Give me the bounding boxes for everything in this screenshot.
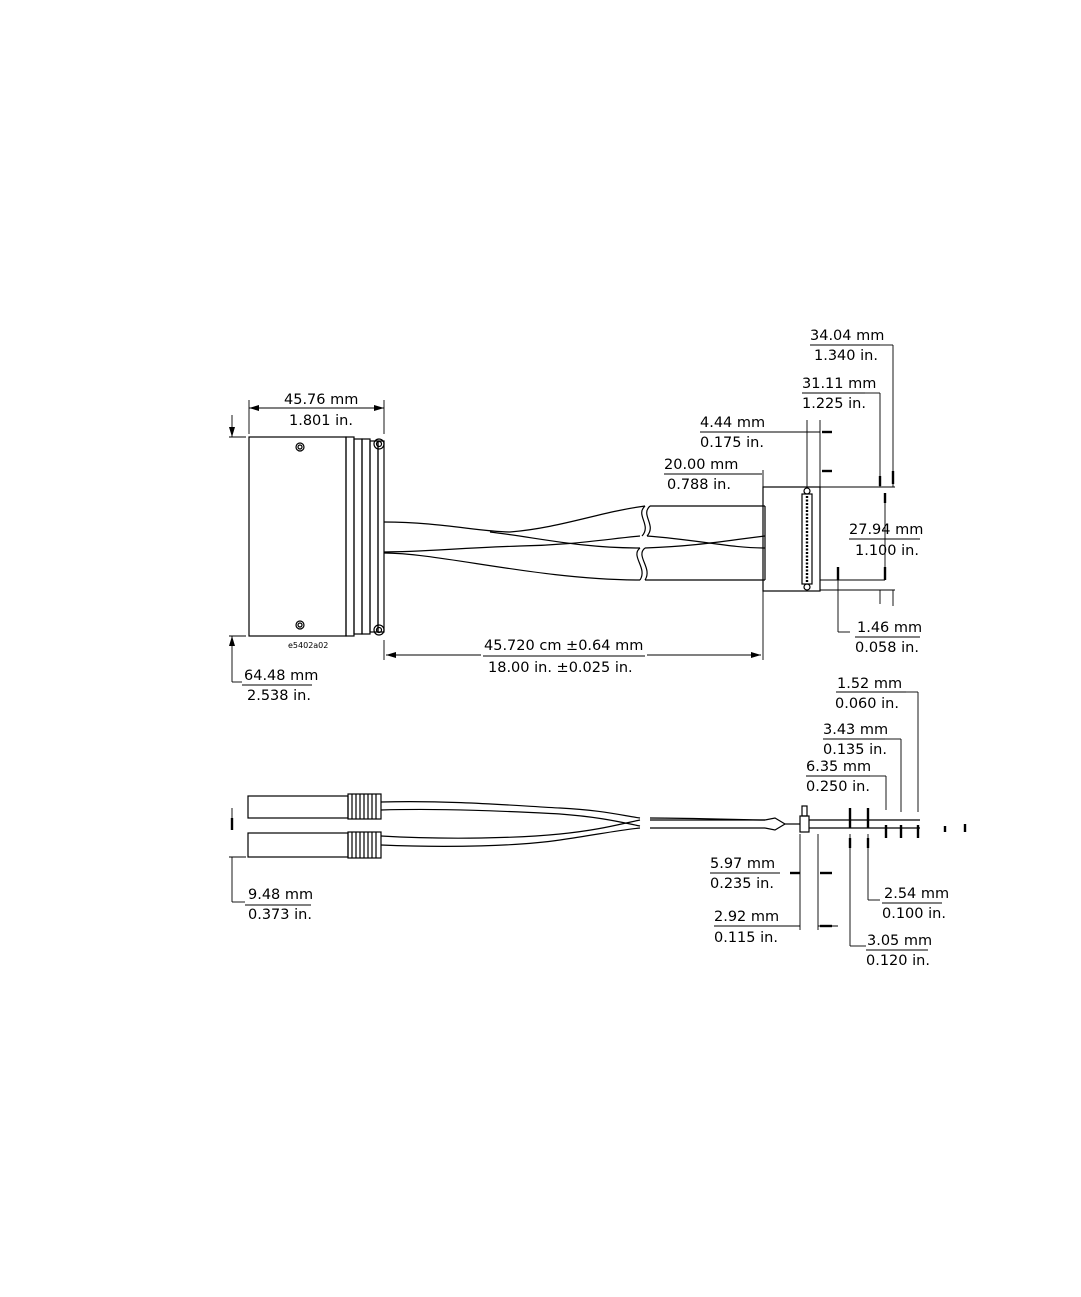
conn-b-mm: 31.11 mm xyxy=(802,376,876,392)
side-d-mm: 5.97 mm xyxy=(710,856,775,872)
connector xyxy=(762,486,821,592)
side-a-inch: 0.060 in. xyxy=(835,696,899,712)
drawing-id: e5402a02 xyxy=(288,641,328,650)
conn-f-inch: 0.058 in. xyxy=(855,640,919,656)
side-g-inch: 0.120 in. xyxy=(866,953,930,969)
conn-e-inch: 1.100 in. xyxy=(855,543,919,559)
strain-relief xyxy=(347,793,382,859)
side-d-inch: 0.235 in. xyxy=(710,876,774,892)
side-c-inch: 0.250 in. xyxy=(806,779,870,795)
flat-cable xyxy=(383,505,766,581)
conn-d-mm: 20.00 mm xyxy=(664,457,738,473)
top-view: e5402a02 xyxy=(229,328,923,704)
conn-b-inch: 1.225 in. xyxy=(802,396,866,412)
body-width-inch: 1.801 in. xyxy=(289,413,353,429)
screw-icon xyxy=(295,438,385,636)
body-height-mm: 64.48 mm xyxy=(244,668,318,684)
side-b-inch: 0.135 in. xyxy=(823,742,887,758)
side-e-mm: 2.92 mm xyxy=(714,909,779,925)
conn-a-mm: 34.04 mm xyxy=(810,328,884,344)
pod-body xyxy=(248,436,347,637)
conn-a-inch: 1.340 in. xyxy=(814,348,878,364)
pod-side-upper xyxy=(247,795,349,819)
side-a-mm: 1.52 mm xyxy=(837,676,902,692)
side-g-mm: 3.05 mm xyxy=(867,933,932,949)
side-f-mm: 2.54 mm xyxy=(884,886,949,902)
side-f-inch: 0.100 in. xyxy=(882,906,946,922)
pod-ribs xyxy=(345,436,385,637)
cable-length-inch: 18.00 in. ±0.025 in. xyxy=(488,660,633,676)
conn-c-inch: 0.175 in. xyxy=(700,435,764,451)
side-cable xyxy=(380,800,800,847)
conn-e-mm: 27.94 mm xyxy=(849,522,923,538)
side-view: 1.52 mm 0.060 in. 3.43 mm 0.135 in. 6.35… xyxy=(229,676,967,969)
conn-d-inch: 0.788 in. xyxy=(667,477,731,493)
side-h-inch: 0.373 in. xyxy=(248,907,312,923)
side-h-mm: 9.48 mm xyxy=(248,887,313,903)
conn-f-mm: 1.46 mm xyxy=(857,620,922,636)
body-width-mm: 45.76 mm xyxy=(284,392,358,408)
pod-side-lower xyxy=(247,832,349,858)
side-c-mm: 6.35 mm xyxy=(806,759,871,775)
conn-c-mm: 4.44 mm xyxy=(700,415,765,431)
cable-length-mm: 45.720 cm ±0.64 mm xyxy=(484,638,643,654)
body-height-inch: 2.538 in. xyxy=(247,688,311,704)
side-e-inch: 0.115 in. xyxy=(714,930,778,946)
side-b-mm: 3.43 mm xyxy=(823,722,888,738)
